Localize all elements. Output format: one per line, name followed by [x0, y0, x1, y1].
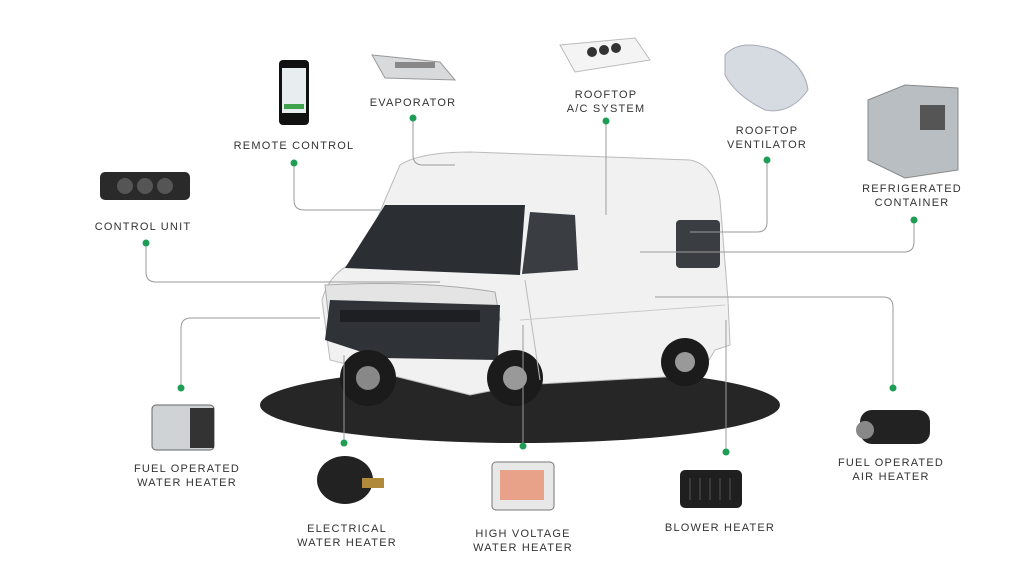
dot-fuel-air-heater — [889, 384, 897, 392]
blower-heater-image — [680, 470, 742, 508]
rooftop-ac-image — [559, 37, 651, 73]
label-line: WATER HEATER — [137, 477, 237, 489]
control-unit-image — [100, 172, 190, 200]
connector-fuel-water-heater — [180, 317, 320, 388]
label-rooftop-ventilator: ROOFTOP VENTILATOR — [727, 124, 807, 152]
connector-rooftop-ventilator — [690, 160, 768, 233]
label-refrigerated-container: REFRIGERATED CONTAINER — [862, 182, 962, 210]
connector-evaporator — [412, 118, 455, 166]
connector-refrigerated-container — [640, 220, 915, 253]
label-fuel-water-heater: FUEL OPERATED WATER HEATER — [134, 462, 240, 490]
label-line: AIR HEATER — [852, 471, 930, 483]
label-line: ROOFTOP — [735, 125, 799, 137]
dot-rooftop-ventilator — [763, 156, 771, 164]
van-image — [321, 151, 731, 406]
hv-water-heater-image — [491, 461, 555, 511]
label-line: VENTILATOR — [726, 139, 808, 151]
label-line: REFRIGERATED — [862, 183, 962, 195]
dot-rooftop-ac — [602, 117, 610, 125]
connector-dots — [142, 114, 918, 456]
electrical-water-heater-image — [317, 456, 384, 504]
label-line: FUEL OPERATED — [837, 457, 945, 469]
fuel-water-heater-image — [151, 404, 215, 451]
label-rooftop-ac: ROOFTOP A/C SYSTEM — [567, 88, 646, 116]
dot-fuel-water-heater — [177, 384, 185, 392]
label-electrical-water-heater: ELECTRICAL WATER HEATER — [297, 522, 397, 550]
dot-blower-heater — [722, 448, 730, 456]
dot-evaporator — [409, 114, 417, 122]
label-evaporator: EVAPORATOR — [369, 97, 457, 109]
label-remote-control: REMOTE CONTROL — [233, 140, 355, 152]
dot-remote-control — [290, 159, 298, 167]
connector-remote-control — [293, 163, 380, 211]
fuel-air-heater-image — [856, 410, 930, 444]
dot-control-unit — [142, 239, 150, 247]
label-line: HIGH VOLTAGE — [475, 528, 571, 540]
dot-refrigerated-container — [910, 216, 918, 224]
rooftop-ventilator-image — [724, 44, 809, 112]
label-line: A/C SYSTEM — [566, 103, 646, 115]
label-line: CONTAINER — [874, 197, 950, 209]
dot-electrical-water-heater — [340, 439, 348, 447]
connector-control-unit — [145, 243, 440, 283]
refrigerated-container-image — [867, 84, 959, 179]
label-line: WATER HEATER — [473, 542, 573, 554]
connector-fuel-air-heater — [655, 296, 894, 388]
dot-hv-water-heater — [519, 442, 527, 450]
label-line: WATER HEATER — [297, 537, 397, 549]
evaporator-image — [371, 54, 457, 81]
remote-control-image — [279, 60, 309, 125]
label-blower-heater: BLOWER HEATER — [664, 522, 776, 534]
label-line: ELECTRICAL — [307, 523, 387, 535]
label-line: ROOFTOP — [574, 89, 638, 101]
label-hv-water-heater: HIGH VOLTAGE WATER HEATER — [473, 527, 573, 555]
label-line: FUEL OPERATED — [133, 463, 241, 475]
label-fuel-air-heater: FUEL OPERATED AIR HEATER — [838, 456, 944, 484]
connector-lines — [145, 118, 915, 452]
label-control-unit: CONTROL UNIT — [94, 221, 192, 233]
